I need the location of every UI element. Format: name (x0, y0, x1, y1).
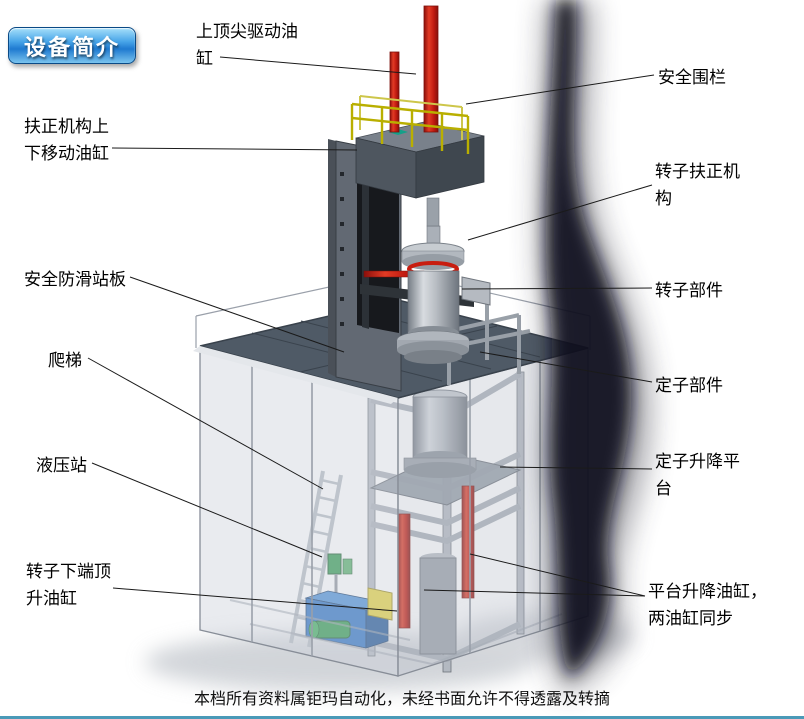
top-drive-cylinders (389, 5, 439, 133)
leader-lines (87, 56, 655, 612)
leader-hydraulic (91, 462, 323, 558)
bottom-rule (0, 716, 804, 719)
leader-anti-slip (129, 276, 345, 353)
safety-railing (350, 95, 470, 154)
label-rotor-centering-mechanism: 转子扶正机构 (655, 162, 740, 209)
leader-rotor-part (461, 287, 653, 290)
leader-rotor-centering (467, 184, 653, 241)
leader-platform-cyl-2 (469, 553, 646, 597)
label-rotor-bottom-jack-cylinder: 转子下端顶升油缸 (26, 562, 111, 609)
stator-assembly (403, 389, 477, 478)
label-stator-lift-platform: 定子升降平台 (655, 452, 740, 499)
rotor-bottom-jack (419, 553, 457, 655)
label-top-spindle-cylinder: 上顶尖驱动油缸 (196, 22, 298, 69)
label-hydraulic-station: 液压站 (36, 456, 87, 475)
label-stator-part: 定子部件 (655, 376, 723, 395)
smoke-shadow (538, 0, 651, 694)
confidentiality-footer: 本档所有资料属钜玛自动化，未经书面允许不得透露及转摘 (193, 691, 610, 708)
equipment-intro-badge: 设备简介 (8, 27, 136, 64)
leader-safety-fence (465, 74, 655, 105)
leader-platform-cyl-1 (423, 589, 646, 597)
leader-rotor-jack (112, 587, 398, 612)
label-ladder: 爬梯 (48, 351, 82, 370)
label-platform-lift-cylinders: 平台升降油缸，两油缸同步 (648, 582, 767, 629)
label-safety-fence: 安全围栏 (658, 68, 726, 87)
label-anti-slip-platform: 安全防滑站板 (24, 270, 126, 289)
leader-top-spindle-cylinder (219, 56, 417, 75)
label-centering-updown-cylinder: 扶正机构上下移动油缸 (24, 117, 109, 164)
leader-stator-platform (499, 466, 653, 470)
label-rotor-part: 转子部件 (655, 281, 723, 300)
leader-ladder (87, 357, 324, 490)
rotor-assembly (396, 225, 470, 364)
leader-stator-part (479, 351, 653, 383)
leader-centering-updown (111, 147, 358, 151)
